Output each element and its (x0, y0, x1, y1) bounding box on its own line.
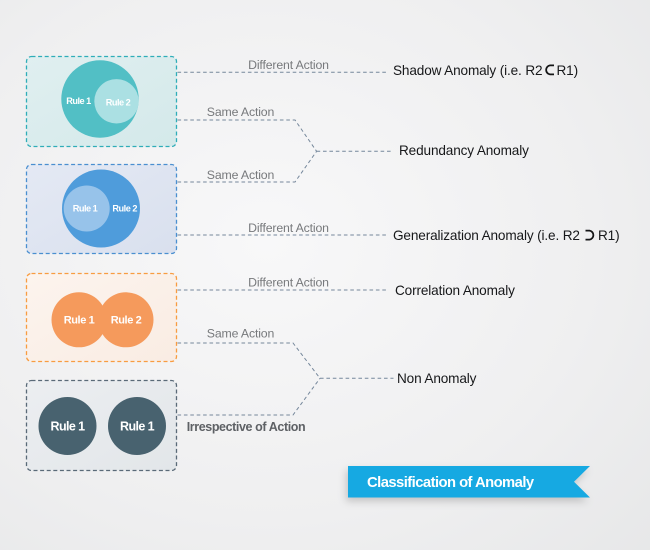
svg-text:Correlation Anomaly: Correlation Anomaly (395, 283, 515, 298)
svg-text:Rule 1: Rule 1 (73, 204, 98, 214)
svg-text:Non Anomaly: Non Anomaly (397, 371, 477, 386)
svg-text:Different Action: Different Action (248, 275, 329, 289)
svg-text:R1): R1) (557, 63, 578, 78)
svg-text:Generalization Anomaly (i.e. R: Generalization Anomaly (i.e. R2 (393, 228, 580, 243)
svg-text:Rule 2: Rule 2 (112, 204, 137, 214)
svg-text:Rule 1: Rule 1 (64, 314, 95, 326)
svg-text:Rule 1: Rule 1 (51, 420, 86, 434)
svg-text:Classification of Anomaly: Classification of Anomaly (367, 475, 535, 491)
svg-text:Same Action: Same Action (207, 327, 275, 341)
svg-text:Different Action: Different Action (248, 58, 329, 72)
svg-text:Same Action: Same Action (207, 168, 275, 182)
svg-text:Redundancy Anomaly: Redundancy Anomaly (399, 143, 529, 158)
svg-text:Rule 2: Rule 2 (111, 314, 142, 326)
svg-text:Rule 1: Rule 1 (120, 420, 155, 434)
svg-text:Different Action: Different Action (248, 221, 329, 235)
svg-text:Rule 1: Rule 1 (66, 96, 91, 106)
svg-text:Same Action: Same Action (207, 105, 275, 119)
svg-text:Irrespective of Action: Irrespective of Action (187, 420, 306, 434)
svg-text:Shadow Anomaly (i.e. R2: Shadow Anomaly (i.e. R2 (393, 63, 542, 78)
svg-text:Rule 2: Rule 2 (106, 98, 131, 108)
svg-text:R1): R1) (598, 228, 619, 243)
